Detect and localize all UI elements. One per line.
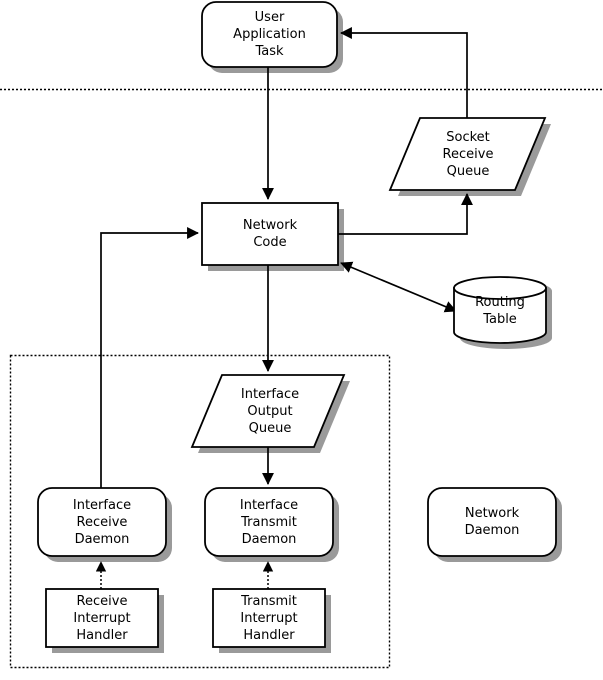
node-network-daemon[interactable] (427, 487, 557, 557)
diagram-edges (100, 27, 473, 488)
node-network-code[interactable] (201, 202, 339, 266)
node-receive-interrupt-handler[interactable] (45, 588, 159, 648)
edge-socket-queue-to-user-task (340, 27, 468, 118)
node-interface-output-queue[interactable] (190, 374, 346, 448)
node-socket-receive-queue[interactable] (388, 117, 547, 191)
node-transmit-interrupt-handler[interactable] (212, 588, 326, 648)
node-interface-receive-daemon[interactable] (37, 487, 167, 557)
driver-group-box (9, 354, 391, 669)
interrupt-edges (95, 561, 274, 589)
node-routing-table[interactable] (453, 276, 547, 344)
node-user-application-task[interactable] (201, 1, 338, 68)
edge-network-code-routing-table (340, 261, 457, 313)
node-interface-transmit-daemon[interactable] (204, 487, 334, 557)
edge-receive-daemon-to-network-code (100, 227, 199, 488)
diagram-nodes (37, 1, 557, 648)
edge-network-code-to-socket-queue (338, 193, 473, 235)
